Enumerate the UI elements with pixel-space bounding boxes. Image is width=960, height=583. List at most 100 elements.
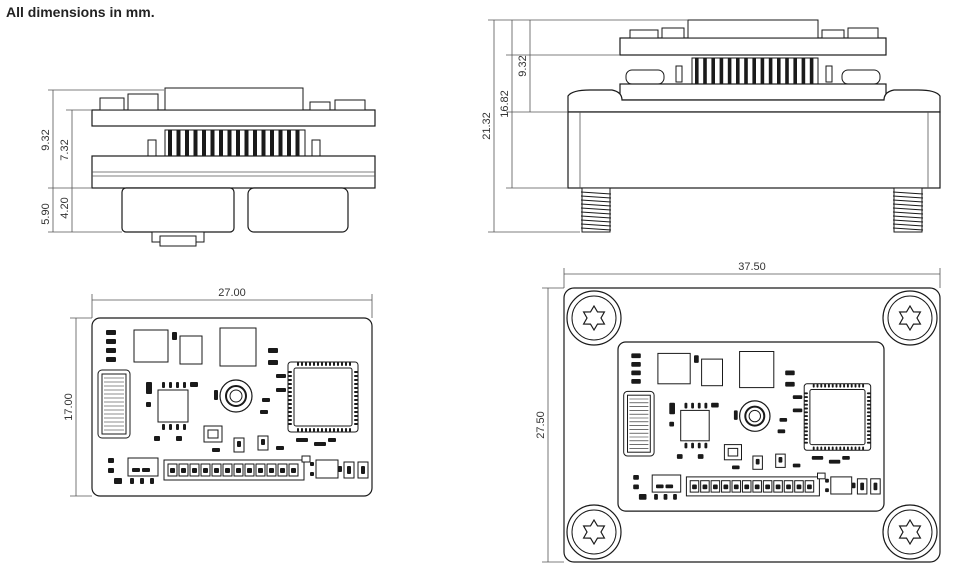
pad xyxy=(305,362,307,366)
pad xyxy=(804,430,808,433)
screw-thread xyxy=(580,215,612,219)
pad xyxy=(150,478,154,484)
component xyxy=(157,389,189,423)
top-pcb xyxy=(91,109,376,127)
pad xyxy=(828,459,841,464)
pad xyxy=(775,484,781,490)
pad xyxy=(804,399,808,402)
component xyxy=(127,457,159,477)
pad xyxy=(354,395,358,397)
pad xyxy=(633,484,639,490)
sensor-center xyxy=(229,389,243,403)
pad xyxy=(778,456,783,463)
pad xyxy=(280,468,285,473)
side-view-small: 9.32 7.32 5.90 4.20 xyxy=(40,87,376,247)
pin xyxy=(176,130,181,156)
component xyxy=(627,394,651,453)
dim-label: 7.32 xyxy=(59,139,71,160)
pad xyxy=(843,446,846,451)
pad xyxy=(702,484,708,490)
pad xyxy=(214,390,218,400)
pin xyxy=(809,58,814,84)
pad xyxy=(827,383,830,388)
dim-label: 9.32 xyxy=(40,129,52,150)
pad xyxy=(345,362,347,366)
pad xyxy=(345,428,347,432)
pad xyxy=(288,399,292,401)
pad xyxy=(203,468,208,473)
screw-thread xyxy=(892,223,924,227)
pad xyxy=(820,383,823,388)
pad xyxy=(361,466,365,474)
enclosure-body xyxy=(567,111,941,189)
screw-thread xyxy=(892,191,924,195)
component xyxy=(101,373,127,435)
pad xyxy=(288,375,292,377)
pad xyxy=(866,396,871,399)
screw-thread xyxy=(892,195,924,199)
pad xyxy=(172,332,177,340)
pad xyxy=(317,362,319,366)
pad xyxy=(807,484,812,490)
pad xyxy=(183,382,186,388)
pad xyxy=(804,426,808,429)
pad xyxy=(333,428,335,432)
pad xyxy=(176,382,179,388)
pad xyxy=(181,468,186,473)
pad xyxy=(337,362,339,366)
pad xyxy=(261,439,265,445)
pad xyxy=(835,446,838,451)
pad xyxy=(317,428,319,432)
pad xyxy=(694,355,699,363)
pad xyxy=(804,411,808,414)
pad xyxy=(170,468,175,473)
pad xyxy=(288,371,292,373)
pad xyxy=(811,456,824,460)
screw-thread xyxy=(892,215,924,219)
pad xyxy=(804,441,808,444)
pad xyxy=(301,428,303,432)
pad xyxy=(309,362,311,366)
pad xyxy=(804,415,808,418)
pad xyxy=(697,442,701,449)
pin xyxy=(278,130,283,156)
pad xyxy=(321,428,323,432)
pad xyxy=(260,410,268,414)
pad xyxy=(276,388,286,392)
pad xyxy=(866,422,871,425)
pad xyxy=(812,446,815,451)
pad xyxy=(723,484,729,490)
pad xyxy=(713,484,718,490)
pad xyxy=(328,438,336,442)
pin xyxy=(253,130,257,156)
pad xyxy=(866,437,871,440)
pad xyxy=(866,415,871,418)
pad xyxy=(106,357,116,362)
pad xyxy=(301,362,303,366)
pad xyxy=(176,436,182,441)
pad xyxy=(825,488,829,493)
pad xyxy=(854,446,857,451)
pad xyxy=(816,383,819,388)
pad xyxy=(288,411,292,413)
pad xyxy=(754,484,760,490)
top-chip xyxy=(687,19,819,39)
pin xyxy=(768,58,773,84)
pad xyxy=(697,402,701,409)
pad xyxy=(862,383,865,388)
pad xyxy=(338,466,342,472)
pad xyxy=(169,382,172,388)
pad xyxy=(313,428,315,432)
pad xyxy=(258,468,263,473)
screw-thread xyxy=(580,207,612,211)
pin xyxy=(185,130,189,156)
pad xyxy=(631,379,641,384)
pad xyxy=(291,468,296,473)
torx-recess xyxy=(582,518,606,546)
pad xyxy=(268,348,278,353)
dimensions-note: All dimensions in mm. xyxy=(6,4,155,20)
pad xyxy=(842,456,850,460)
pad xyxy=(288,415,292,417)
pad xyxy=(321,362,323,366)
pad xyxy=(704,442,708,449)
